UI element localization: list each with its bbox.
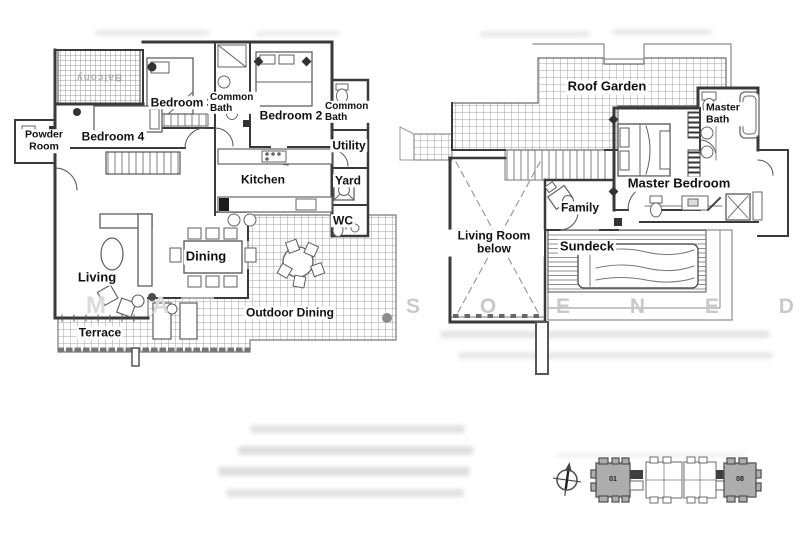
left-plan-walls [14,40,370,320]
room-label-wc: WC [331,213,355,228]
stub-wall [535,321,549,375]
roof-garden-hatch-west [413,133,453,161]
outdoor-table-icon [276,238,326,289]
room-label-master-bath: Master Bath [704,101,754,126]
room-label-sundeck: Sundeck [557,238,617,255]
room-label-bedroom-3: Bedroom 3 [148,95,216,110]
room-label-balcony: Balcony [76,71,122,83]
room-label-dining: Dining [183,248,229,265]
column-dot [148,293,156,301]
room-label-kitchen: Kitchen [238,172,288,187]
sofa-icon [96,213,153,318]
room-label-outdoor-dining: Outdoor Dining [244,305,336,320]
compass-icon [553,462,581,496]
illegible-text-smudge [612,29,712,35]
trellis-treads [504,149,606,181]
watermark-text: M A [86,292,190,319]
study-row-fixtures [644,191,763,221]
balcony-hatch [57,49,141,105]
staircase [105,151,181,175]
room-label-living: Living [75,269,119,286]
illegible-text-smudge [226,489,464,497]
room-label-powder-room: Powder Room [18,128,70,153]
gate-post [131,347,140,367]
parapet-step [399,126,415,161]
kitchen-counters [217,148,333,227]
bed-icon [253,51,313,107]
illegible-text-smudge [238,446,473,455]
room-label-bedroom-2: Bedroom 2 [257,108,325,123]
illegible-text-smudge [440,331,770,338]
room-label-master-bedroom: Master Bedroom [625,175,733,192]
roof-garden-hatch [451,57,727,151]
room-label-roof-garden: Roof Garden [565,78,649,95]
room-label-bedroom-4: Bedroom 4 [79,129,147,144]
planter-dot [382,313,392,323]
key-plan-unit-08-label: 08 [736,476,744,484]
illegible-text-smudge [458,352,773,359]
core-connector [629,470,644,491]
illegible-text-smudge [218,467,470,476]
core-connector [715,470,725,491]
room-label-living-room-below: Living Room below [444,229,544,257]
illegible-text-smudge [250,425,465,433]
watermark-text: S O E N E D J O [406,295,800,318]
sundeck-area [547,229,733,321]
unit-01-block [590,457,631,503]
middle-units [645,456,717,504]
second-storey-plan [399,43,789,375]
illegible-text-smudge [480,31,590,37]
illegible-text-smudge [255,31,340,36]
room-label-family: Family [558,200,602,215]
room-label-common-bath-2: Common Bath [323,100,375,124]
room-label-terrace: Terrace [76,325,124,340]
illegible-text-smudge [556,453,746,457]
roof-garden-parapet [532,43,732,89]
room-label-yard: Yard [332,173,364,188]
key-plan [553,456,762,504]
room-label-utility: Utility [330,138,368,153]
living-window [61,314,135,322]
room-label-common-bath-1: Common Bath [208,91,260,115]
first-storey-plan [14,40,397,367]
key-plan-unit-01-label: 01 [609,476,617,484]
lounger-icons [152,302,198,340]
bed-icon [608,114,671,197]
column-post [614,218,622,226]
living-room-below-void [448,156,549,375]
unit-08-block [723,457,762,503]
bathroom-fixtures [217,44,249,127]
bed-icon [73,105,163,133]
illegible-text-smudge [95,30,210,36]
